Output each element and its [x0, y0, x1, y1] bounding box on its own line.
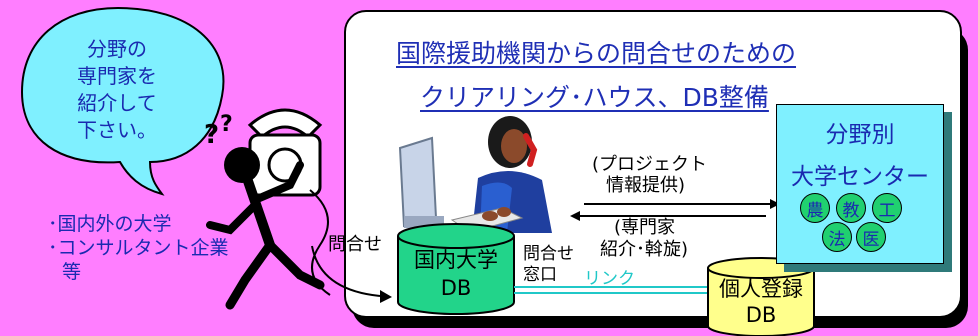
- svg-text:?: ?: [220, 112, 233, 137]
- university-center-title: 分野別: [825, 122, 895, 148]
- inquiry-arrow: [311, 245, 392, 303]
- inquiry-window-label: 問合せ 窓口: [523, 244, 574, 285]
- field-medicine-badge: 医: [856, 222, 886, 252]
- title-line-2: クリアリング･ハウス、DB整備: [420, 83, 769, 112]
- speech-bubble-text: 分野の 専門家を 紹介して 下さい。: [77, 37, 157, 142]
- individual-registration-db-label: 個人登録 DB: [719, 277, 803, 327]
- svg-text:?: ?: [204, 120, 219, 150]
- speech-bubble: [20, 6, 225, 196]
- title-line-1: 国際援助機関からの問合せのための: [396, 39, 797, 68]
- project-info-arrow: [570, 199, 780, 221]
- field-engineering-badge: 工: [872, 193, 902, 223]
- field-education-badge: 教: [836, 193, 866, 223]
- field-agriculture-badge: 農: [800, 193, 830, 223]
- operator-at-computer-icon: [398, 116, 552, 233]
- domestic-university-db-cylinder: [397, 223, 515, 315]
- domestic-university-db-label: 国内大学 DB: [414, 248, 498, 300]
- individual-registration-db-cylinder: [707, 257, 815, 336]
- inquiry-label: 問合せ: [328, 234, 382, 255]
- project-info-label: (プロジェクト 情報提供): [592, 154, 708, 196]
- field-law-badge: 法: [822, 222, 852, 252]
- university-center-subtitle: 大学センター: [791, 164, 929, 190]
- link-label: リンク: [584, 269, 635, 289]
- link-connector: [514, 286, 714, 294]
- expert-intro-label: (専門家 紹介･斡旋): [600, 217, 689, 260]
- stick-figure-phone-icon: ? ?: [204, 108, 331, 310]
- sources-list: ･国内外の大学 ･コンサルタント企業 等: [48, 213, 229, 283]
